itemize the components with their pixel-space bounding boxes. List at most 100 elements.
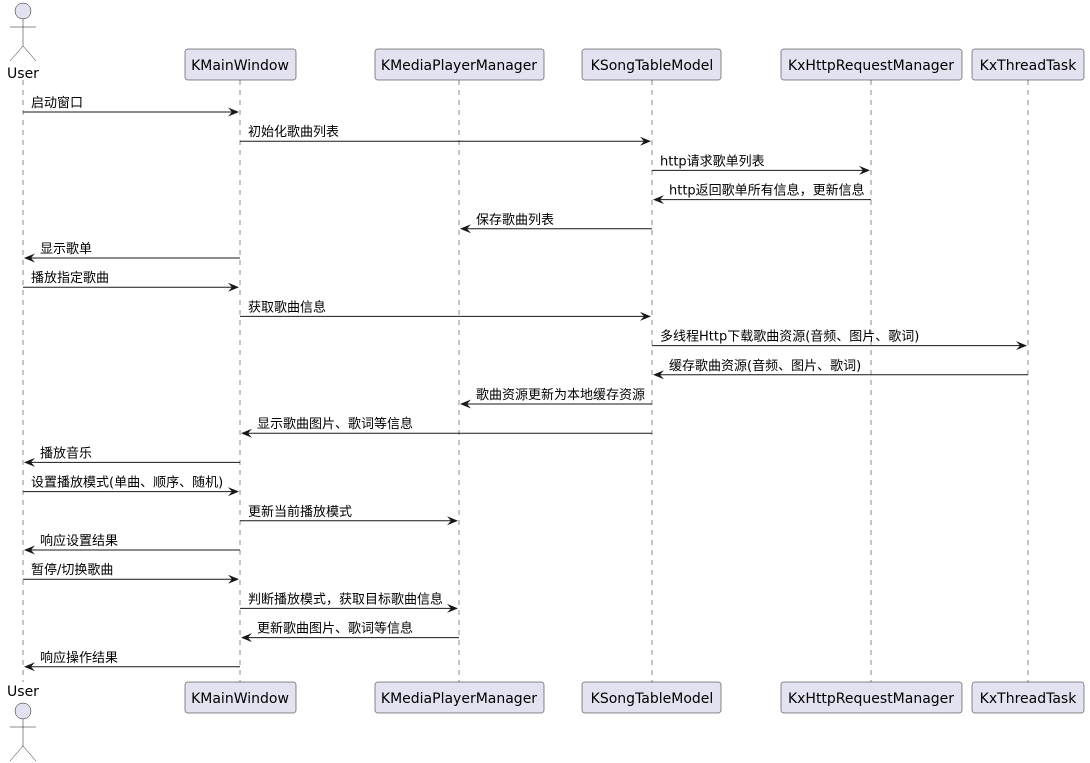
- arrowhead-icon: [653, 370, 664, 380]
- arrowhead-icon: [640, 136, 651, 146]
- actor-user-bottom: User: [7, 684, 39, 762]
- message-label: http返回歌单所有信息，更新信息: [669, 183, 865, 199]
- arrowhead-icon: [228, 487, 239, 497]
- participant-box: [971, 681, 1085, 714]
- message-label: 暂停/切换歌曲: [31, 562, 113, 578]
- actor-head-icon: [14, 702, 32, 720]
- lifelines: [22, 80, 1029, 682]
- message: 暂停/切换歌曲: [23, 562, 239, 584]
- participant-box: [780, 48, 963, 81]
- participants-bottom: User KMainWindow KMediaPlayerManager KSongT…: [7, 681, 1085, 762]
- arrowhead-icon: [653, 195, 664, 205]
- message-label: 更新歌曲图片、歌词等信息: [257, 621, 413, 637]
- message: 更新当前播放模式: [240, 504, 458, 526]
- arrowhead-icon: [228, 282, 239, 292]
- arrowhead-icon: [241, 633, 252, 643]
- message: http请求歌单列表: [652, 154, 870, 175]
- arrowhead-icon: [447, 603, 458, 613]
- message: 判断播放模式，获取目标歌曲信息: [240, 591, 458, 613]
- message-label: 显示歌单: [40, 242, 92, 257]
- actor-label: User: [7, 684, 39, 700]
- message: 播放指定歌曲: [23, 271, 239, 292]
- message: 播放音乐: [24, 445, 240, 467]
- message-label: 播放指定歌曲: [31, 271, 109, 286]
- arrowhead-icon: [24, 545, 35, 555]
- participant-box: [374, 681, 545, 714]
- message-label: 响应操作结果: [40, 650, 118, 666]
- message-label: 多线程Http下载歌曲资源(音频、图片、歌词): [660, 329, 919, 345]
- message: 显示歌单: [24, 242, 240, 263]
- message: 保存歌曲列表: [460, 213, 652, 234]
- participant-box: [581, 48, 722, 81]
- message-label: 保存歌曲列表: [476, 213, 554, 228]
- participants-top: User KMainWindow KMediaPlayerManager KSongT…: [7, 2, 1085, 82]
- participant-label: KxThreadTask: [980, 58, 1078, 74]
- arrowhead-icon: [228, 107, 239, 117]
- participant-box: [780, 681, 963, 714]
- participant-box: [184, 48, 297, 81]
- arrowhead-icon: [24, 253, 35, 263]
- actor-label: User: [7, 66, 39, 82]
- message-label: 初始化歌曲列表: [248, 125, 339, 140]
- message: http返回歌单所有信息，更新信息: [653, 183, 871, 205]
- message: 缓存歌曲资源(音频、图片、歌词): [653, 358, 1028, 380]
- participant-label: KxThreadTask: [980, 691, 1078, 707]
- message: 获取歌曲信息: [240, 299, 651, 321]
- participant-label: KMainWindow: [191, 58, 289, 74]
- arrowhead-icon: [859, 165, 870, 175]
- message-label: 设置播放模式(单曲、顺序、随机): [31, 476, 223, 491]
- message: 更新歌曲图片、歌词等信息: [241, 621, 459, 643]
- message-label: 播放音乐: [40, 445, 92, 461]
- message: 初始化歌曲列表: [240, 125, 651, 146]
- arrowhead-icon: [24, 457, 35, 467]
- arrowhead-icon: [1016, 341, 1027, 351]
- participant-player-bottom: KMediaPlayerManager: [374, 681, 545, 714]
- participant-label: KMediaPlayerManager: [381, 691, 537, 707]
- arrowhead-icon: [228, 574, 239, 584]
- participant-label: KxHttpRequestManager: [788, 691, 954, 707]
- participant-box: [971, 48, 1085, 81]
- arrowhead-icon: [460, 399, 471, 409]
- participant-label: KMainWindow: [191, 691, 289, 707]
- participant-label: KSongTableModel: [591, 691, 714, 707]
- message-label: 判断播放模式，获取目标歌曲信息: [248, 591, 443, 607]
- participant-label: KMediaPlayerManager: [381, 58, 537, 74]
- actor-user-top: User: [7, 2, 39, 82]
- participant-thread-bottom: KxThreadTask: [971, 681, 1085, 714]
- actor-body-icon: [9, 719, 37, 762]
- message-label: 启动窗口: [31, 95, 83, 111]
- message-label: 缓存歌曲资源(音频、图片、歌词): [669, 358, 861, 374]
- message: 响应设置结果: [24, 533, 240, 555]
- arrowhead-icon: [447, 516, 458, 526]
- actor-head-icon: [14, 2, 32, 20]
- arrowhead-icon: [24, 662, 35, 672]
- participant-songmodel-top: KSongTableModel: [581, 48, 722, 81]
- message-label: http请求歌单列表: [660, 154, 765, 169]
- participant-thread-top: KxThreadTask: [971, 48, 1085, 81]
- participant-label: KxHttpRequestManager: [788, 58, 954, 74]
- message: 响应操作结果: [24, 650, 240, 672]
- message-label: 歌曲资源更新为本地缓存资源: [476, 387, 645, 403]
- participant-box: [374, 48, 545, 81]
- participant-label: KSongTableModel: [591, 58, 714, 74]
- arrowhead-icon: [460, 224, 471, 234]
- participant-http-bottom: KxHttpRequestManager: [780, 681, 963, 714]
- participant-http-top: KxHttpRequestManager: [780, 48, 963, 81]
- arrowhead-icon: [241, 428, 252, 438]
- arrowhead-icon: [640, 311, 651, 321]
- message-label: 响应设置结果: [40, 533, 118, 549]
- message: 设置播放模式(单曲、顺序、随机): [23, 476, 239, 497]
- participant-box: [184, 681, 297, 714]
- message: 启动窗口: [23, 95, 239, 117]
- participant-songmodel-bottom: KSongTableModel: [581, 681, 722, 714]
- message: 歌曲资源更新为本地缓存资源: [460, 387, 652, 409]
- message-label: 显示歌曲图片、歌词等信息: [257, 416, 413, 432]
- message: 多线程Http下载歌曲资源(音频、图片、歌词): [652, 329, 1027, 351]
- message: 显示歌曲图片、歌词等信息: [241, 416, 652, 438]
- message-label: 更新当前播放模式: [248, 504, 352, 520]
- message-label: 获取歌曲信息: [248, 299, 326, 315]
- participant-mainwindow-bottom: KMainWindow: [184, 681, 297, 714]
- participant-mainwindow-top: KMainWindow: [184, 48, 297, 81]
